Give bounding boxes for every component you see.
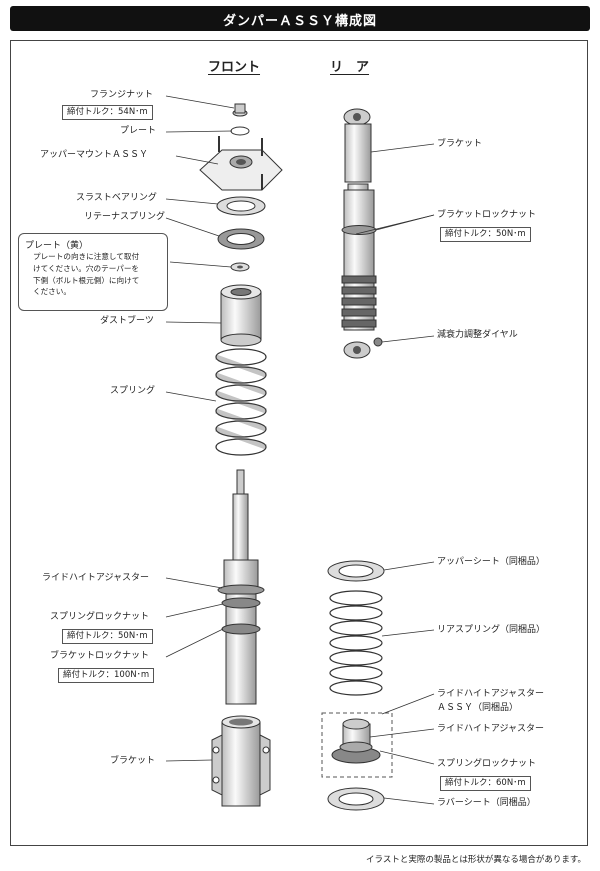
disclaimer-footer: イラストと実際の製品とは形状が異なる場合があります。 <box>366 855 586 865</box>
label-ride-height-adjuster: ライドハイトアジャスター <box>42 573 150 583</box>
front-bracket-part <box>211 715 271 807</box>
label-rear-spring-lock-nut: スプリングロックナット <box>437 759 537 769</box>
upper-mount-part <box>199 136 283 191</box>
label-rear-spring: リアスプリング（同梱品） <box>437 625 546 635</box>
label-spring-lock-nut: スプリングロックナット <box>50 612 150 622</box>
label-upper-seat: アッパーシート（同梱品） <box>437 557 545 567</box>
ride-height-assy-box <box>321 712 393 778</box>
rear-header: リ ア <box>330 60 370 75</box>
label-dust-boot: ダストブーツ <box>100 316 154 326</box>
note-line-1: プレートの向きに注意して取付 <box>33 252 140 261</box>
plate-part <box>230 126 250 136</box>
label-rear-bracket: ブラケット <box>437 139 483 149</box>
thrust-bearing-part <box>216 196 266 216</box>
note-heading: プレート（黄） <box>25 241 89 251</box>
note-line-4: ください。 <box>33 287 71 297</box>
front-damper-part <box>217 469 265 705</box>
label-ride-height-assy-1: ライドハイトアジャスター <box>437 689 545 699</box>
rear-ride-height-adjuster-part <box>331 718 381 764</box>
rear-spring-part <box>329 590 383 696</box>
label-bracket-lock-nut: ブラケットロックナット <box>50 651 150 661</box>
torque-bracket-lock-nut: 締付トルク：100N･m <box>58 668 155 684</box>
label-spring: スプリング <box>110 386 156 396</box>
label-rear-ride-height-adjuster: ライドハイトアジャスター <box>437 724 545 734</box>
label-rubber-seat: ラバーシート（同梱品） <box>437 798 536 808</box>
label-damping-dial: 減衰力調整ダイヤル <box>437 330 518 340</box>
upper-seat-part <box>327 560 385 582</box>
front-spring-part <box>215 348 267 456</box>
label-upper-mount: アッパーマウントＡＳＳＹ <box>40 150 149 160</box>
label-thrust-bearing: スラストベアリング <box>76 193 157 203</box>
front-header: フロント <box>208 60 261 75</box>
retainer-spring-part <box>217 228 265 250</box>
torque-rear-spring-lock-nut: 締付トルク：60N･m <box>440 776 531 792</box>
rear-damper-part <box>341 108 383 359</box>
label-rear-bracket-lock-nut: ブラケットロックナット <box>437 210 537 220</box>
note-line-2: けてください。穴のテーパーを <box>33 263 140 273</box>
page-title: ダンパーＡＳＳＹ構成図 <box>222 14 377 29</box>
leader-lines <box>165 95 435 805</box>
torque-spring-lock-nut: 締付トルク：50N･m <box>62 629 153 645</box>
diagram-frame <box>10 40 588 846</box>
note-line-3: 下側（ボルト根元側）に向けて <box>33 275 140 285</box>
label-flange-nut: フランジナット <box>90 90 154 100</box>
label-plate: プレート <box>120 126 157 136</box>
rubber-seat-part <box>327 787 385 811</box>
title-bar: ダンパーＡＳＳＹ構成図 <box>10 6 590 31</box>
label-retainer-spring: リテーナスプリング <box>84 212 166 222</box>
label-bracket: ブラケット <box>110 756 156 766</box>
torque-flange-nut: 締付トルク：54N･m <box>62 105 153 121</box>
torque-rear-bracket-lock-nut: 締付トルク：50N･m <box>440 227 531 243</box>
label-ride-height-assy-2: ＡＳＳＹ（同梱品） <box>437 703 519 713</box>
plate-note: プレート（黄） プレートの向きに注意して取付 けてください。穴のテーパーを 下側… <box>18 233 168 311</box>
yellow-plate-part <box>230 262 250 272</box>
dust-boot-part <box>220 284 262 347</box>
flange-nut-part <box>232 103 248 117</box>
